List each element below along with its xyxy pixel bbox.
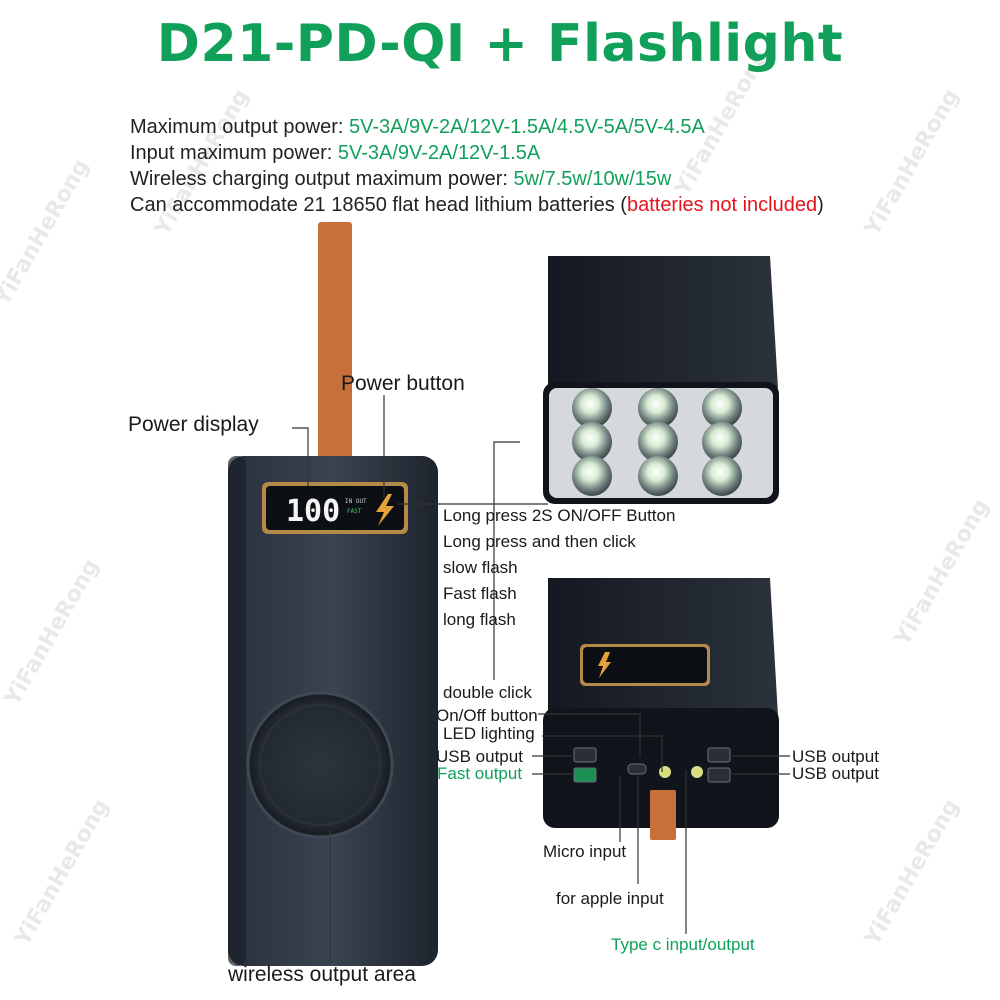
type-c-label: Type c input/output [611,935,755,954]
spec-wireless: Wireless charging output maximum power: … [130,168,671,191]
spec-label: Maximum output power: [130,116,349,138]
capacity-note: batteries not included [626,194,818,216]
flashlight-body [548,256,778,388]
capacity-close: ) [817,194,824,216]
usb-port [707,767,731,783]
usb-output-label: USB output [436,747,523,766]
led-indicator [691,766,703,778]
button-mode-label: Fast flash [443,584,517,603]
spec-input: Input maximum power: 5V-3A/9V-2A/12V-1.5… [130,142,540,165]
apple-input-label: for apple input [556,889,664,908]
port-unit-display [583,647,707,683]
page-title: D21-PD-QI + Flashlight [156,14,844,74]
fast-usb-port [573,767,597,783]
display-reading: 100 [286,494,340,529]
led-array [572,388,742,496]
display-in-out: IN OUT [345,498,367,505]
wireless-area-label: wireless output area [228,963,416,986]
usb-output-label: USB output [792,764,879,783]
button-mode-label: Long press and then click [443,532,636,551]
led-lighting-label: LED lighting [443,724,535,743]
spec-capacity: Can accommodate 21 18650 flat head lithi… [130,194,824,217]
power-button-label: Power button [341,372,465,395]
usb-output-label: USB output [792,747,879,766]
fast-output-label: Fast output [437,764,523,783]
usb-port [573,747,597,763]
button-mode-label: slow flash [443,558,518,577]
button-mode-label: long flash [443,610,516,629]
port-strap [650,790,676,840]
power-display [266,486,404,530]
display-fast: FAST [347,508,362,515]
spec-label: Input maximum power: [130,142,338,164]
spec-value: 5w/7.5w/10w/15w [513,168,672,190]
lanyard-strap [318,222,352,462]
spec-max-output: Maximum output power: 5V-3A/9V-2A/12V-1.… [130,116,705,139]
led-indicator [659,766,671,778]
lightning-icon [376,494,394,526]
capacity-text: Can accommodate 21 18650 flat head lithi… [130,194,627,216]
spec-label: Wireless charging output maximum power: [130,168,514,190]
spec-value: 5V-3A/9V-2A/12V-1.5A/4.5V-5A/5V-4.5A [348,116,705,138]
type-c-port [627,763,647,775]
on-off-button-label: On/Off button [436,706,538,725]
power-display-label: Power display [128,413,259,436]
spec-value: 5V-3A/9V-2A/12V-1.5A [337,142,541,164]
callout-lines [292,395,790,962]
micro-input-label: Micro input [543,842,627,861]
wireless-charging-pad [246,691,394,839]
double-click-label: double click [443,683,532,702]
button-mode-label: Long press 2S ON/OFF Button [443,506,676,525]
usb-port [707,747,731,763]
